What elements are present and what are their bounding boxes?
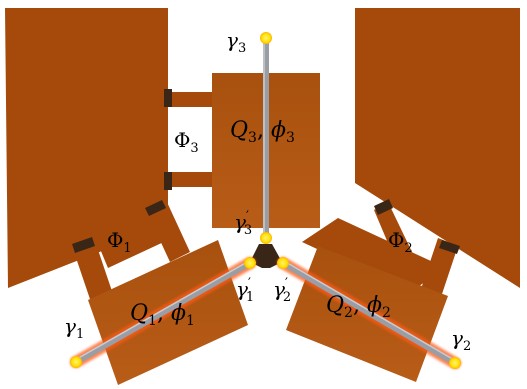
label-flux-1: Φ1 [107, 228, 132, 256]
nanowire-3 [260, 32, 272, 244]
label-island-3: Q3, ϕ3 [230, 118, 295, 146]
label-island-1: Q1, ϕ1 [130, 301, 195, 329]
label-flux-2: Φ2 [388, 228, 413, 256]
endpoint-gamma-1-prime [244, 257, 256, 269]
y-junction-center [250, 244, 282, 268]
label-gamma-1: γ1 [64, 314, 84, 342]
nanowire-2 [277, 257, 461, 369]
endpoint-gamma-2 [449, 357, 461, 369]
label-flux-3: Φ3 [174, 128, 199, 156]
label-gamma-2: γ2 [451, 326, 471, 354]
label-gamma-2-prime: γ′2 [273, 276, 291, 305]
label-gamma-1-prime: γ′1 [236, 276, 254, 305]
label-gamma-3-prime: γ′3 [234, 209, 252, 238]
junction-2-right [439, 240, 460, 254]
label-island-2: Q2, ϕ2 [326, 293, 391, 321]
junction-3-bottom [164, 172, 172, 190]
label-gamma-3: γ3 [226, 28, 246, 56]
junction-3-top [164, 89, 172, 107]
left-reservoir [5, 8, 168, 288]
endpoint-gamma-3-prime [260, 232, 272, 244]
right-reservoir [355, 8, 520, 288]
nanowire-1 [70, 257, 256, 368]
endpoint-gamma-1 [70, 356, 82, 368]
junction-1-right [145, 200, 166, 216]
endpoint-gamma-3 [260, 32, 272, 44]
endpoint-gamma-2-prime [277, 257, 289, 269]
junction-2-left [374, 199, 393, 215]
junction-1-left [72, 237, 95, 253]
